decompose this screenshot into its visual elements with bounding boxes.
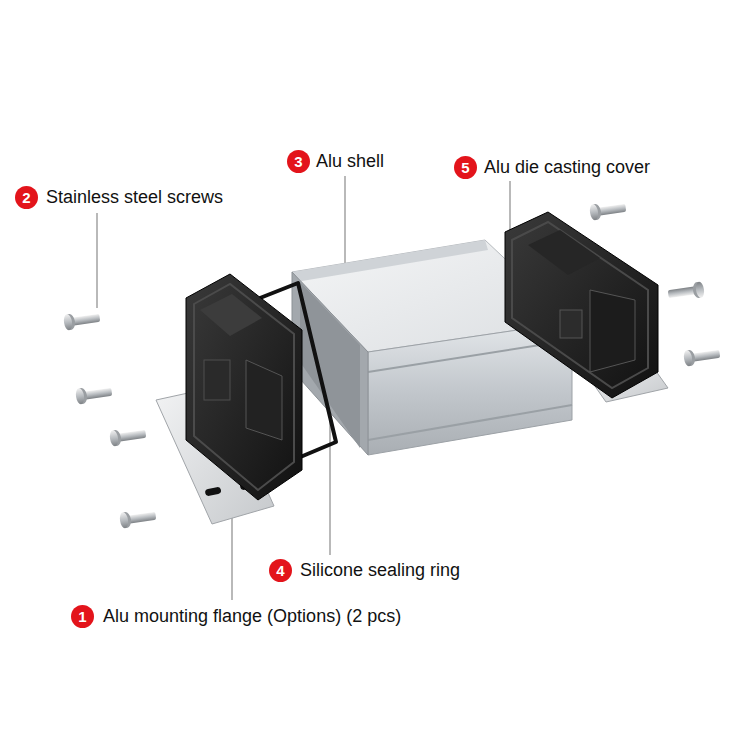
callout-number: 2 <box>15 186 38 209</box>
label-holder: Silicone sealing ring <box>300 559 460 581</box>
label-holder: 4 <box>269 559 292 582</box>
part-label: Silicone sealing ring <box>300 559 460 581</box>
label-holder: 1 <box>71 605 94 628</box>
part-label: Alu mounting flange (Options) (2 pcs) <box>103 605 401 627</box>
label-holder: Stainless steel screws <box>46 186 223 208</box>
part-label: Alu shell <box>316 150 384 172</box>
part-label: Stainless steel screws <box>46 186 223 208</box>
label-holder: Alu mounting flange (Options) (2 pcs) <box>103 605 401 627</box>
label-holder: 3 <box>287 150 310 173</box>
label-holder: 5 <box>454 156 477 179</box>
callout-number: 3 <box>287 150 310 173</box>
callout-number: 1 <box>71 605 94 628</box>
part-label: Alu die casting cover <box>484 156 650 178</box>
label-holder: 2 <box>15 186 38 209</box>
callout-number: 4 <box>269 559 292 582</box>
label-holder: Alu die casting cover <box>484 156 650 178</box>
callout-number: 5 <box>454 156 477 179</box>
label-holder: Alu shell <box>316 150 384 172</box>
